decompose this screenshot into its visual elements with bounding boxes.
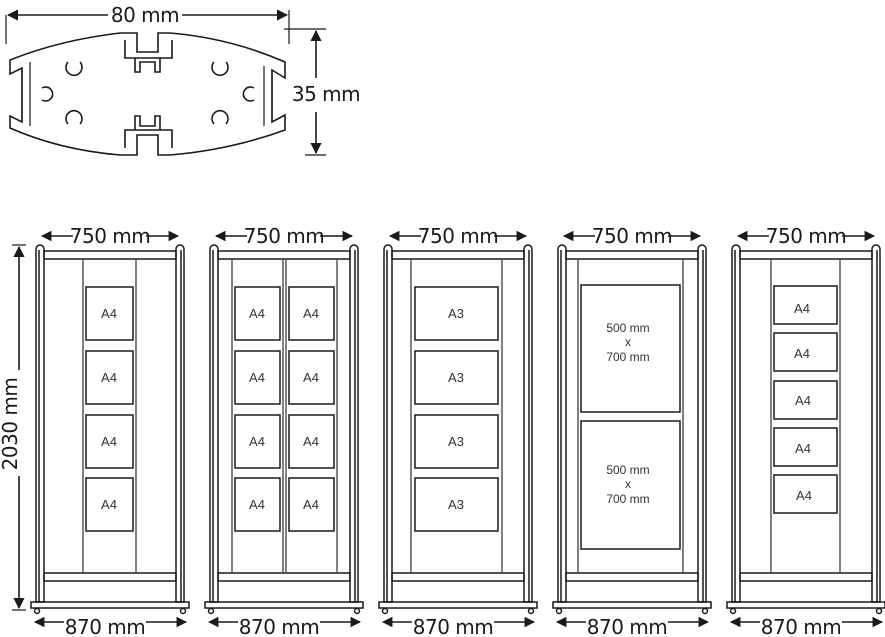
stand-2: 750 mm 870 mm A4 A4 A4 A4 A4 A4 A4 A4 [204, 224, 364, 637]
panel-label: A4 [795, 393, 811, 408]
panel-label-line3: 700 mm [606, 350, 649, 364]
panel-label: A4 [101, 306, 117, 321]
top-width-label: 750 mm [244, 224, 325, 248]
panel-label: A4 [796, 488, 812, 503]
base-width-label: 870 mm [587, 615, 668, 637]
panel-label-line3: 700 mm [606, 492, 649, 506]
top-width-label: 750 mm [592, 224, 673, 248]
profile-height-label: 35 mm [292, 82, 360, 106]
panel-label: A4 [249, 306, 265, 321]
profile-width-label: 80 mm [111, 3, 179, 27]
panel-label: A3 [448, 370, 464, 385]
panel-label: A4 [795, 441, 811, 456]
base-width-label: 870 mm [761, 615, 842, 637]
base-width-label: 870 mm [239, 615, 320, 637]
profile-cross-section [5, 9, 326, 156]
panel-label: A4 [249, 434, 265, 449]
panel-label: A4 [303, 370, 319, 385]
top-width-label: 750 mm [418, 224, 499, 248]
base-width-label: 870 mm [413, 615, 494, 637]
stand-4: 750 mm 870 mm 500 mm x 700 mm 500 mm x 7… [552, 224, 712, 637]
panel-label: A4 [303, 306, 319, 321]
panel-label: A4 [101, 370, 117, 385]
base-width-label: 870 mm [65, 615, 146, 637]
panel-label: A3 [448, 306, 464, 321]
panel-label: A4 [101, 434, 117, 449]
panel-label: A4 [794, 346, 810, 361]
panel-label-line1: 500 mm [606, 321, 649, 335]
panel-label: A4 [303, 497, 319, 512]
stand-3: 750 mm 870 mm A3 A3 A3 A3 [378, 224, 538, 637]
panel-label: A4 [249, 370, 265, 385]
panel-label-line2: x [625, 335, 631, 349]
stand-1: 750 mm 870 mm A4 A4 A4 A4 [30, 224, 190, 637]
panel-label: A4 [101, 497, 117, 512]
top-width-label: 750 mm [70, 224, 151, 248]
panel-label: A4 [303, 434, 319, 449]
overall-height-label: 2030 mm [0, 378, 22, 471]
panel-label: A3 [448, 497, 464, 512]
stand-5: 750 mm 870 mm A4 A4 A4 A4 A4 [726, 224, 885, 637]
panel-label: A4 [249, 497, 265, 512]
panel-label: A4 [794, 301, 810, 316]
top-width-label: 750 mm [766, 224, 847, 248]
panel-label: A3 [448, 434, 464, 449]
panel-label-line1: 500 mm [606, 463, 649, 477]
overall-height-dimension [12, 244, 26, 611]
panel-label-line2: x [625, 477, 631, 491]
